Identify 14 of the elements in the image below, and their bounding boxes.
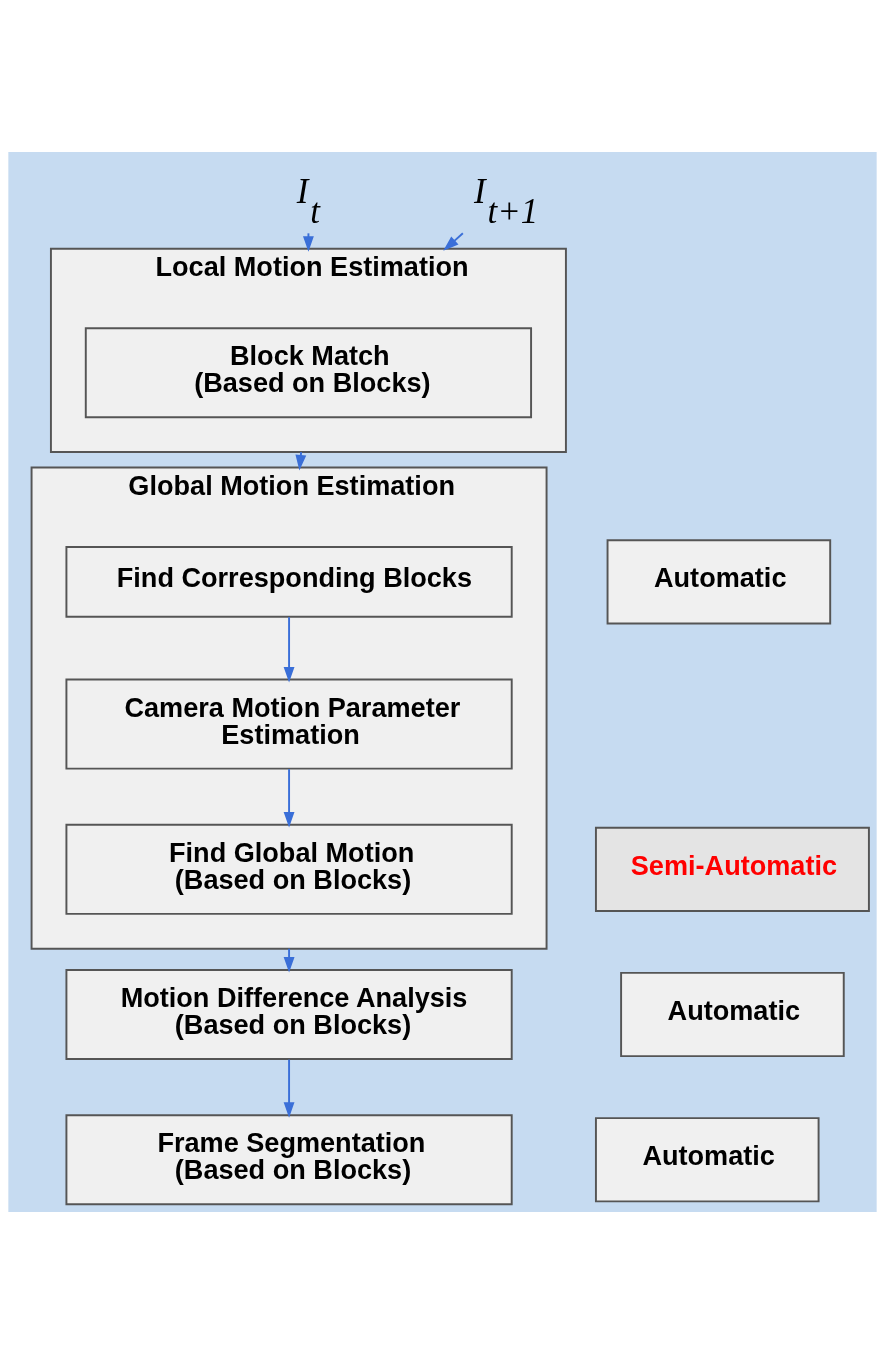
arrow bbox=[443, 231, 464, 251]
node-box: Camera Motion Parameter Estimation bbox=[65, 678, 513, 770]
node-box: Automatic bbox=[620, 971, 845, 1057]
node-box: Find Corresponding Blocks bbox=[65, 545, 513, 618]
arrow bbox=[283, 767, 295, 827]
arrow bbox=[283, 615, 295, 682]
node-box: Frame Segmentation (Based on Blocks) bbox=[65, 1113, 513, 1205]
node-box: Automatic bbox=[594, 1116, 820, 1202]
node-box: Semi-Automatic bbox=[594, 826, 870, 912]
node-box: Block Match (Based on Blocks) bbox=[84, 326, 533, 418]
arrow bbox=[283, 1058, 295, 1118]
node-box: Automatic bbox=[606, 538, 832, 624]
node-box: Motion Difference Analysis (Based on Blocks) bbox=[65, 968, 513, 1060]
node-box: Find Global Motion (Based on Blocks) bbox=[65, 823, 513, 915]
